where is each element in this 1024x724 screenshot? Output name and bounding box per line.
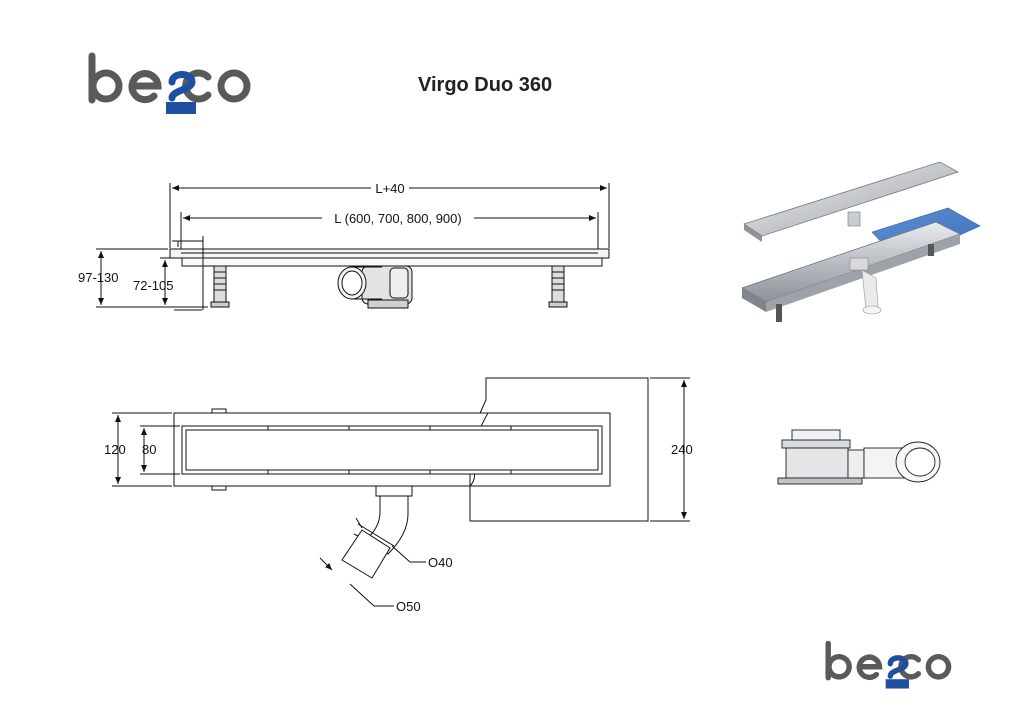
dimension-outer-width: 120 <box>104 442 126 457</box>
dimension-panel-depth: 240 <box>671 442 693 457</box>
dimension-foot-height: 72-105 <box>133 278 173 293</box>
besco-logo-bottom <box>825 640 952 689</box>
leveling-leg-left <box>210 265 230 308</box>
siphon-outlet <box>337 265 413 309</box>
page-title: Virgo Duo 360 <box>418 74 553 96</box>
siphon-render <box>777 429 941 485</box>
label-bg-length <box>322 210 474 226</box>
dimension-outlet-o50: O50 <box>396 599 421 614</box>
dimension-total-height: 97-130 <box>78 270 118 285</box>
top-view <box>112 377 690 607</box>
outlet-pipe-top-view <box>341 485 413 579</box>
dimension-length-options: L (600, 700, 800, 900) <box>334 211 461 226</box>
label-bg-overall <box>371 180 409 196</box>
dimension-inner-width: 80 <box>142 442 156 457</box>
dimension-overall-length: L+40 <box>375 181 404 196</box>
besco-logo-top <box>88 52 251 114</box>
product-render-exploded <box>741 161 981 322</box>
side-view <box>96 183 610 311</box>
leveling-leg-right <box>548 265 568 308</box>
dimension-outlet-o40: O40 <box>428 555 453 570</box>
